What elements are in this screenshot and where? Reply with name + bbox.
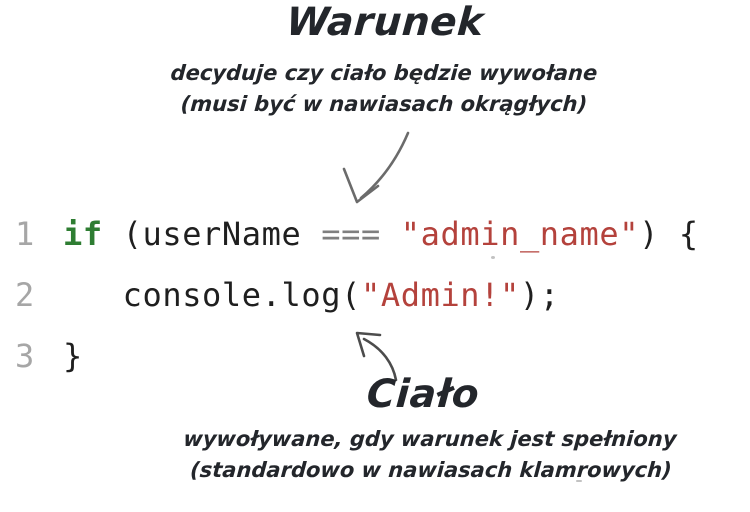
condition-description-line1: decyduje czy ciało będzie wywołane [169,61,599,85]
token-plain: (userName [102,214,322,253]
body-title: Ciało [365,372,481,417]
body-description-line1: wywoływane, gdy warunek jest spełniony [182,427,678,451]
token-plain: console.log( [63,275,361,314]
scan-speck [576,480,582,482]
code-text: if (userName === "admin_name") { [63,215,699,253]
token-plain: ); [519,275,560,314]
condition-description-line2: (musi być w nawiasach okrągłych) [179,92,589,116]
line-number: 2 [15,275,35,314]
token-plain: ) { [639,214,699,253]
arrow-down-icon [342,131,410,204]
code-line-1: 1 if (userName === "admin_name") { [0,203,699,264]
line-number: 3 [15,336,35,375]
token-keyword-if: if [63,214,103,253]
code-text: console.log("Admin!"); [63,276,560,314]
code-line-3: 3 } [0,325,699,386]
token-string-admin-name: "admin_name" [400,214,640,253]
condition-title: Warunek [284,0,486,45]
body-description-line2: (standardowo w nawiasach klamrowych) [189,458,673,482]
token-plain [381,215,401,253]
scan-speck [491,256,495,259]
token-string-admin: "Admin!" [360,275,520,314]
token-operator-equality: === [321,214,381,253]
line-number: 1 [15,214,35,253]
token-plain: } [63,336,83,375]
code-line-2: 2 console.log("Admin!"); [0,264,699,325]
code-editor: 1 if (userName === "admin_name") { 2 con… [0,203,699,386]
code-text: } [63,337,83,375]
